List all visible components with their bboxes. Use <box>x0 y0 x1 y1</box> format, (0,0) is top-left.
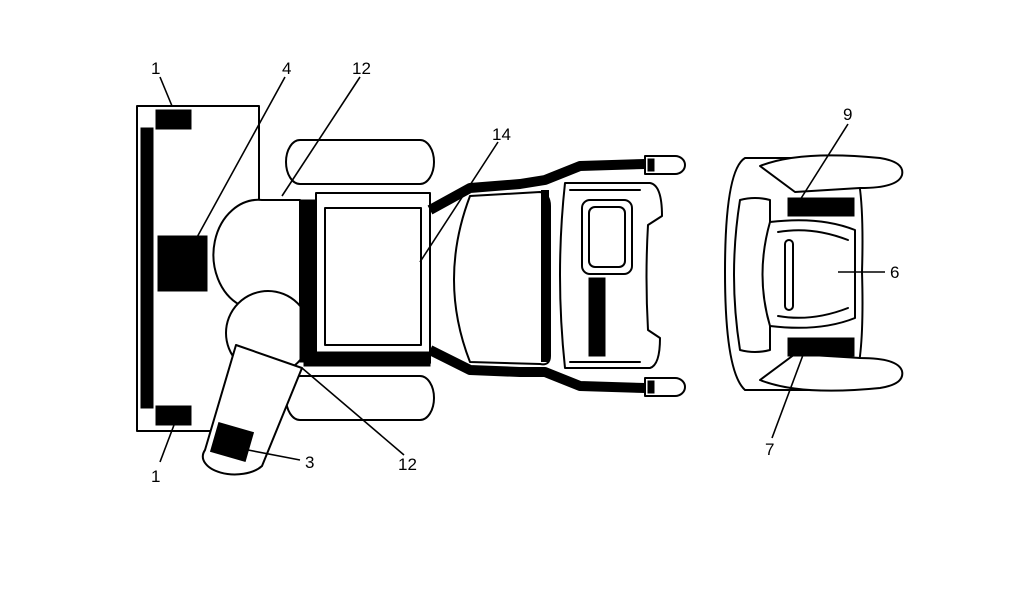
control-module <box>559 182 663 369</box>
callout-1-bottom: 1 <box>151 467 160 486</box>
callout-12-top: 12 <box>352 59 371 78</box>
callout-7: 7 <box>765 440 774 459</box>
callout-12-bottom: 12 <box>398 455 417 474</box>
component-7 <box>787 337 855 357</box>
connector-1-bottom <box>155 405 192 426</box>
wire-harness-14 <box>427 155 686 397</box>
callout-3: 3 <box>305 453 314 472</box>
callout-1-top: 1 <box>151 59 160 78</box>
leader-lines <box>159 76 885 463</box>
callout-6: 6 <box>890 263 899 282</box>
module-4 <box>157 235 208 292</box>
center-frame <box>299 192 431 367</box>
callout-14: 14 <box>492 125 511 144</box>
callout-9: 9 <box>843 105 852 124</box>
seat-pan-assembly-6 <box>724 154 904 392</box>
connector-1-top <box>155 109 192 130</box>
component-9 <box>787 197 855 217</box>
callout-4: 4 <box>282 59 291 78</box>
module-3 <box>209 422 255 462</box>
seat-cushion-assembly <box>201 139 435 476</box>
